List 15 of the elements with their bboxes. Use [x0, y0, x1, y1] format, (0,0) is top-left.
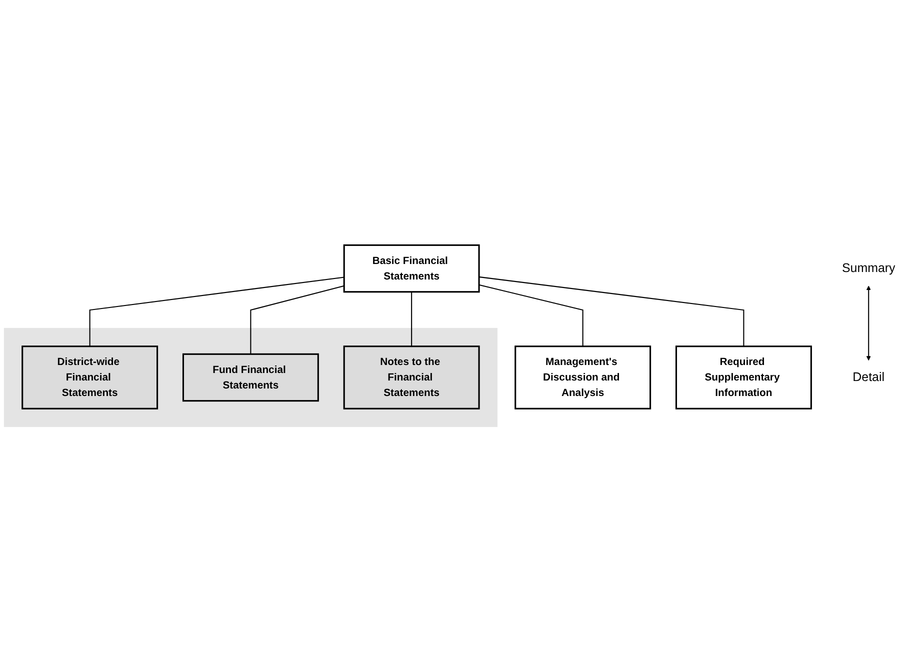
connector — [411, 292, 412, 346]
node-box: Required Supplementary Information — [675, 346, 812, 410]
node-text: Detail — [852, 370, 885, 384]
node-text: Summary — [842, 261, 896, 276]
node-box: Notes to the Financial Statements — [343, 346, 480, 410]
connector — [89, 276, 344, 346]
cluster — [4, 328, 498, 428]
node-box: District-wide Financial Statements — [22, 346, 158, 410]
connector — [478, 276, 744, 346]
node-box: Management's Discussion and Analysis — [514, 346, 652, 410]
node-box: Fund Financial Statements — [182, 353, 319, 402]
connector — [250, 285, 344, 354]
connector — [478, 284, 584, 346]
arrow — [866, 286, 871, 361]
node-box: Basic Financial Statements — [343, 244, 480, 293]
